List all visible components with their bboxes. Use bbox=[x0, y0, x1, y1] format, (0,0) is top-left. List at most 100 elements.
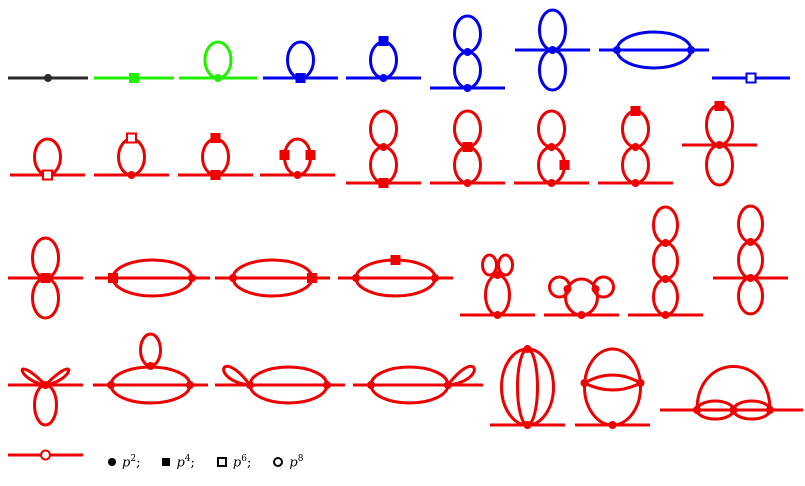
loop bbox=[31, 276, 60, 320]
diagram-2 bbox=[94, 73, 174, 83]
loop bbox=[583, 373, 642, 385]
loop bbox=[621, 145, 650, 185]
open-circle-icon bbox=[273, 457, 284, 468]
diagram-13 bbox=[260, 137, 335, 179]
vertex-p2 bbox=[636, 379, 645, 387]
diagram-31 bbox=[490, 345, 565, 429]
diagram-5 bbox=[346, 36, 421, 82]
loop bbox=[201, 137, 230, 177]
diagram-1 bbox=[8, 74, 88, 82]
filled-circle-icon bbox=[108, 458, 116, 467]
loop bbox=[695, 365, 772, 411]
loop bbox=[33, 383, 58, 427]
vertex-p4 bbox=[307, 273, 317, 283]
vertex-p2 bbox=[608, 421, 617, 429]
vertex-p2 bbox=[214, 74, 222, 82]
vertex-p2 bbox=[463, 84, 472, 92]
open-square-icon bbox=[216, 457, 227, 468]
diagram-10 bbox=[10, 137, 85, 181]
vertex-p4 bbox=[630, 106, 641, 116]
loop bbox=[652, 241, 679, 281]
diagram-16 bbox=[514, 109, 589, 187]
diagram-22 bbox=[338, 255, 453, 298]
vertex-p2 bbox=[715, 141, 724, 149]
vertex-p2 bbox=[463, 48, 472, 56]
diagram-7 bbox=[515, 8, 590, 92]
vertex-p2 bbox=[729, 406, 738, 414]
vertex-p2 bbox=[746, 274, 755, 282]
vertex-p2 bbox=[746, 238, 755, 246]
diagram-28 bbox=[93, 332, 208, 405]
loop bbox=[621, 109, 650, 149]
loop bbox=[583, 381, 642, 392]
loop bbox=[446, 364, 476, 387]
loop bbox=[369, 109, 398, 149]
vertex-p2 bbox=[323, 381, 331, 389]
diagram-4 bbox=[263, 40, 338, 83]
vertex-p2 bbox=[493, 271, 502, 279]
vertex-p2 bbox=[523, 345, 532, 353]
vertex-p4 bbox=[129, 73, 139, 83]
loop bbox=[453, 145, 482, 185]
loop bbox=[117, 137, 146, 177]
vertex-p4 bbox=[378, 36, 389, 46]
diagram-20 bbox=[95, 258, 210, 298]
vertex-p2 bbox=[107, 381, 115, 389]
vertex-p2 bbox=[188, 274, 196, 282]
diagram-9 bbox=[712, 72, 790, 84]
loop bbox=[737, 276, 764, 316]
vertex-p2 bbox=[493, 311, 502, 319]
loop bbox=[652, 277, 679, 317]
loop bbox=[286, 40, 315, 80]
vertex-p2 bbox=[547, 143, 556, 151]
vertex-p2 bbox=[548, 46, 557, 54]
vertex-p2 bbox=[379, 74, 388, 82]
loop bbox=[453, 109, 482, 149]
loop bbox=[538, 8, 567, 52]
diagram-27 bbox=[8, 367, 83, 427]
vertex-p2 bbox=[687, 46, 695, 54]
vertex-p4 bbox=[390, 255, 401, 265]
loop bbox=[44, 367, 71, 387]
loop bbox=[705, 143, 734, 187]
diagram-8 bbox=[599, 30, 709, 70]
diagram-18 bbox=[682, 101, 757, 187]
vertex-p2 bbox=[580, 379, 589, 387]
diagram-15 bbox=[430, 109, 505, 187]
vertex-p2 bbox=[293, 171, 302, 179]
vertex-p2 bbox=[631, 179, 640, 187]
legend: p2; p4; p6; p8 bbox=[108, 454, 303, 470]
vertex-p2 bbox=[146, 362, 155, 370]
loop bbox=[481, 253, 498, 277]
legend-item-p2: p2; bbox=[108, 454, 140, 470]
vertex-p2 bbox=[229, 274, 237, 282]
loop bbox=[222, 364, 252, 387]
diagram-30 bbox=[353, 364, 483, 405]
vertex-p2 bbox=[613, 46, 621, 54]
vertex-p2 bbox=[463, 179, 472, 187]
loop bbox=[737, 204, 764, 244]
diagram-21 bbox=[215, 258, 330, 298]
diagram-32 bbox=[575, 347, 650, 429]
vertex-p2 bbox=[246, 381, 254, 389]
diagram-25 bbox=[628, 205, 703, 319]
loop bbox=[516, 347, 539, 427]
vertex-p2 bbox=[127, 171, 136, 179]
vertex-p2 bbox=[379, 143, 388, 151]
diagram-34 bbox=[8, 449, 83, 461]
vertex-p2 bbox=[661, 311, 670, 319]
loop bbox=[369, 40, 398, 80]
loop bbox=[453, 14, 482, 54]
vertex-p4 bbox=[108, 273, 118, 283]
filled-square-icon bbox=[162, 458, 171, 467]
vertex-p2 bbox=[352, 274, 360, 282]
vertex-p2 bbox=[577, 311, 586, 319]
loop bbox=[369, 145, 398, 185]
diagram-26 bbox=[713, 204, 788, 316]
loop bbox=[453, 50, 482, 90]
diagram-12 bbox=[178, 133, 253, 180]
vertex-p2 bbox=[367, 381, 375, 389]
vertex-p2 bbox=[563, 285, 572, 293]
vertex-p2 bbox=[444, 381, 452, 389]
